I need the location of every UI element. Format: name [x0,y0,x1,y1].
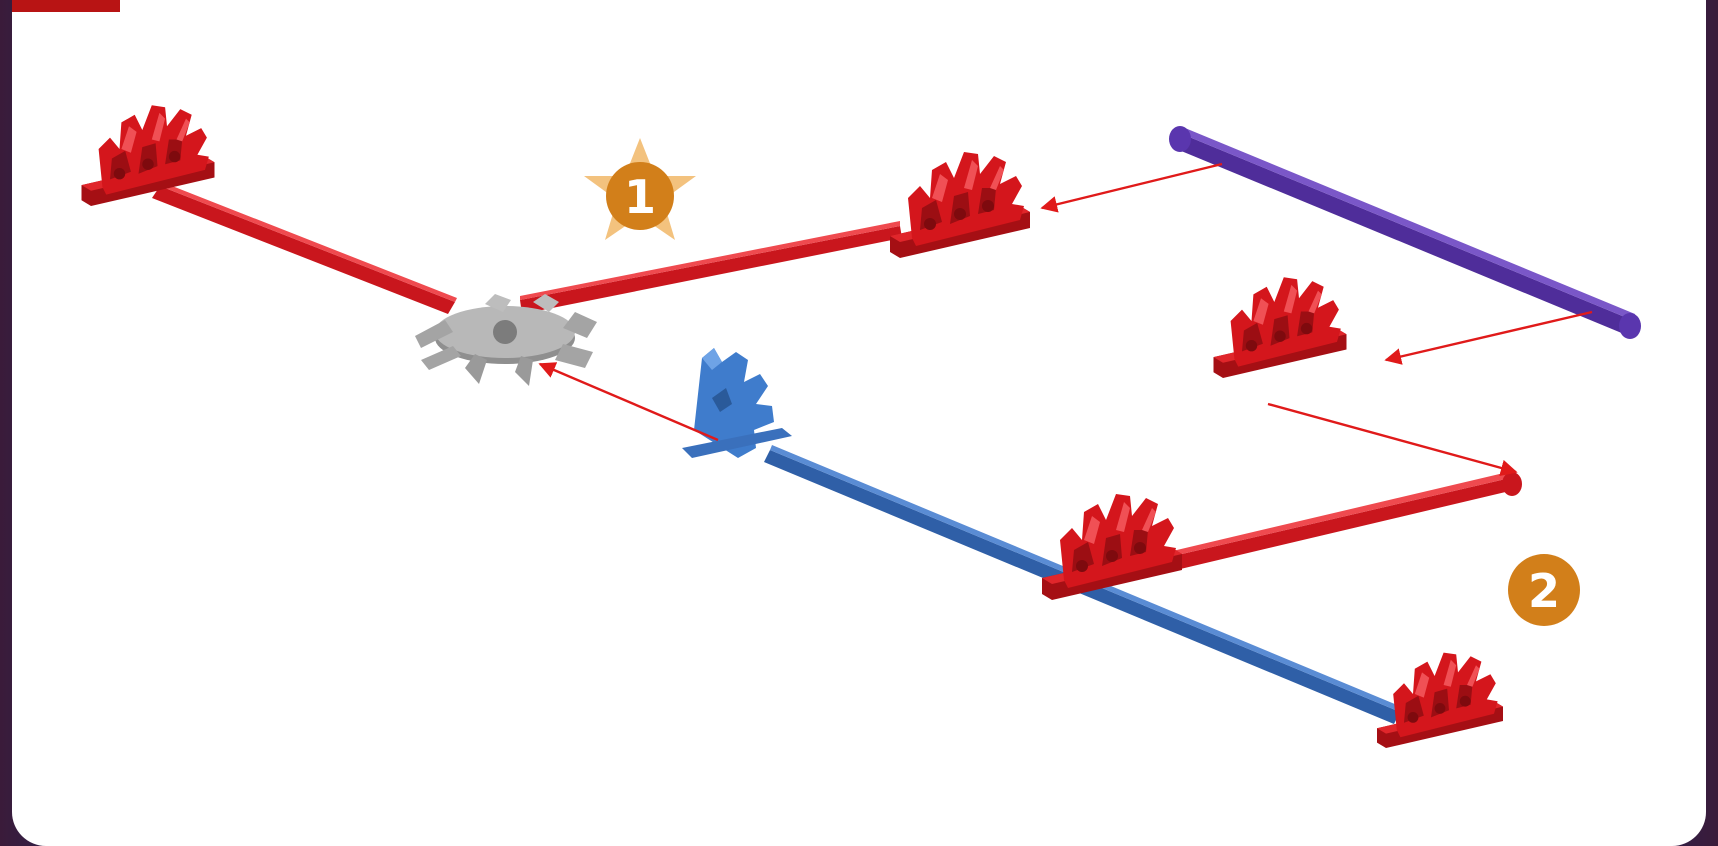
gray-hub-connector [415,294,597,386]
purple-rod-end-right [1619,313,1641,339]
red-connector-center [1042,494,1182,600]
arrow-purple-to-loose-connector [1384,310,1593,365]
red-connector-top-left [81,105,215,206]
corner-tab [12,0,120,12]
red-rod-left [152,182,457,314]
arrow-blue-to-gray-hub [538,362,719,442]
blue-connector [682,348,792,458]
purple-rod-end-left [1169,126,1191,152]
arrow-purple-to-top-connector [1040,162,1223,213]
red-connector-loose [1213,277,1347,378]
red-rod-step2 [1130,472,1522,580]
arrow-loose-connector-to-rod [1267,402,1518,477]
assembly-arrows [538,162,1593,477]
step-2-number: 2 [1528,564,1560,618]
purple-rod [1169,126,1641,339]
red-connector-top-middle [890,152,1030,258]
red-rod-right [520,221,902,314]
red-connector-bottom-right [1377,652,1503,748]
step-1-number: 1 [624,170,656,224]
step-1-badge: 1 [584,138,696,240]
step-2-badge: 2 [1508,554,1580,626]
rod-end-cap [1502,472,1522,496]
